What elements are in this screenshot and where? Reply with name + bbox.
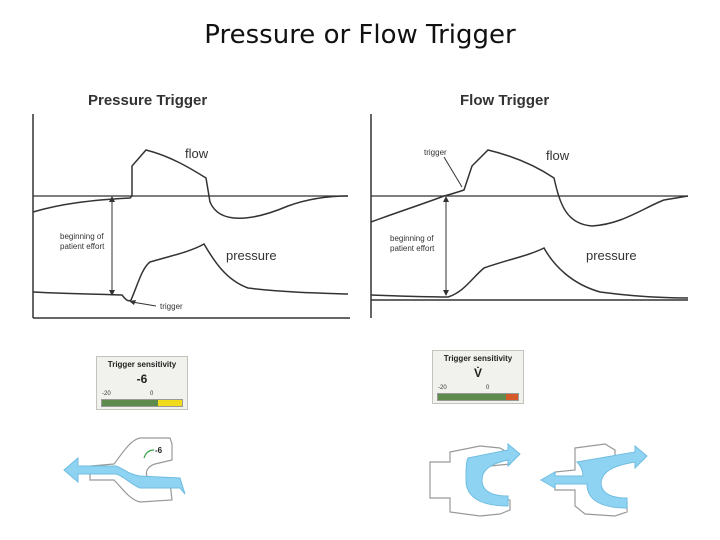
scale-min-label: -20 (438, 385, 447, 391)
scale-zero-label: 0 (486, 385, 490, 391)
flow-label: flow (546, 148, 570, 163)
sensitivity-value: V̇ (473, 366, 482, 380)
panel-title: Flow Trigger (460, 92, 550, 109)
flow-waveform (32, 149, 349, 219)
bias-flow-arrow (465, 442, 521, 507)
effort-arrow-bottom (443, 290, 449, 296)
patient-flow-arrow (539, 444, 648, 509)
scale-zero-label: 0 (150, 391, 154, 397)
flow-trigger-circuit-a (429, 442, 521, 517)
flow-trigger-waveforms (370, 114, 689, 318)
flow-trigger-sensitivity: Trigger sensitivity V̇ -20 0 (432, 350, 524, 404)
trigger-label: trigger (160, 302, 183, 311)
effort-label-line2: patient effort (60, 242, 105, 251)
sensitivity-bar (101, 399, 183, 407)
pressure-sensor-line (143, 449, 155, 459)
sensitivity-value: -6 (136, 372, 148, 386)
scale-min-label: -20 (102, 391, 111, 397)
circuit-pressure-label: -6 (155, 446, 163, 455)
pressure-waveform (32, 242, 349, 302)
sensitivity-bar-fill (438, 394, 506, 400)
sensitivity-title: Trigger sensitivity (443, 354, 513, 363)
flow-label: flow (185, 146, 209, 161)
flow-trigger-panel: Flow Trigger flow pressure beginning of … (368, 86, 693, 326)
trigger-label: trigger (424, 148, 447, 157)
flow-waveform (370, 149, 689, 227)
trigger-pointer-line (131, 301, 157, 307)
sensitivity-bar-fill (102, 400, 158, 406)
trigger-pointer-line (443, 156, 463, 188)
effort-label-line2: patient effort (390, 244, 435, 253)
effort-arrow-top (109, 196, 115, 202)
pressure-label: pressure (226, 248, 277, 263)
effort-label-line1: beginning of (60, 232, 104, 241)
expiratory-flow-arrow (63, 456, 186, 495)
pressure-trigger-circuit (63, 437, 186, 503)
flow-trigger-circuit-b (539, 443, 648, 517)
sensitivity-bar (437, 393, 519, 401)
panel-title: Pressure Trigger (88, 92, 208, 109)
effort-arrow-bottom (109, 290, 115, 296)
sensitivity-bar-remainder (158, 400, 182, 406)
pressure-trigger-panel: Pressure Trigger flow pressure beginning… (30, 86, 355, 326)
effort-arrow-top (443, 196, 449, 202)
pressure-trigger-sensitivity: Trigger sensitivity -6 -20 0 (96, 356, 188, 410)
pressure-label: pressure (586, 248, 637, 263)
slide-title: Pressure or Flow Trigger (204, 20, 516, 50)
trigger-pointer-arrow (129, 300, 136, 305)
pressure-waveform (370, 247, 689, 299)
effort-label-line1: beginning of (390, 234, 434, 243)
pressure-trigger-waveforms (32, 114, 350, 319)
sensitivity-title: Trigger sensitivity (107, 360, 177, 369)
sensitivity-bar-remainder (506, 394, 518, 400)
